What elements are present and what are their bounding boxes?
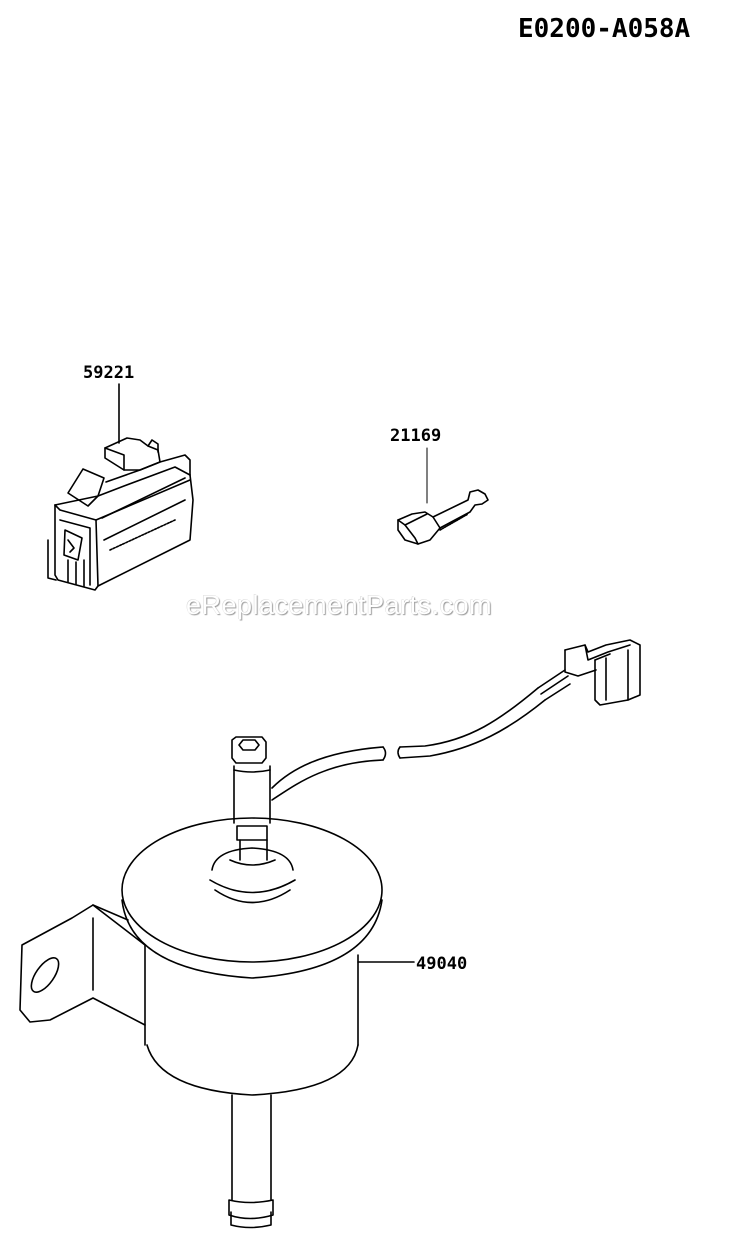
fuel-pump-icon[interactable]	[20, 640, 640, 1228]
diagram-code: E0200-A058A	[518, 14, 691, 44]
terminal-pin-icon[interactable]	[398, 448, 488, 544]
part-label-21169: 21169	[390, 426, 441, 446]
watermark: eReplacementParts.com	[186, 590, 493, 620]
part-label-49040: 49040	[416, 954, 467, 974]
connector-housing-icon[interactable]	[48, 384, 193, 590]
part-label-59221: 59221	[83, 363, 134, 383]
